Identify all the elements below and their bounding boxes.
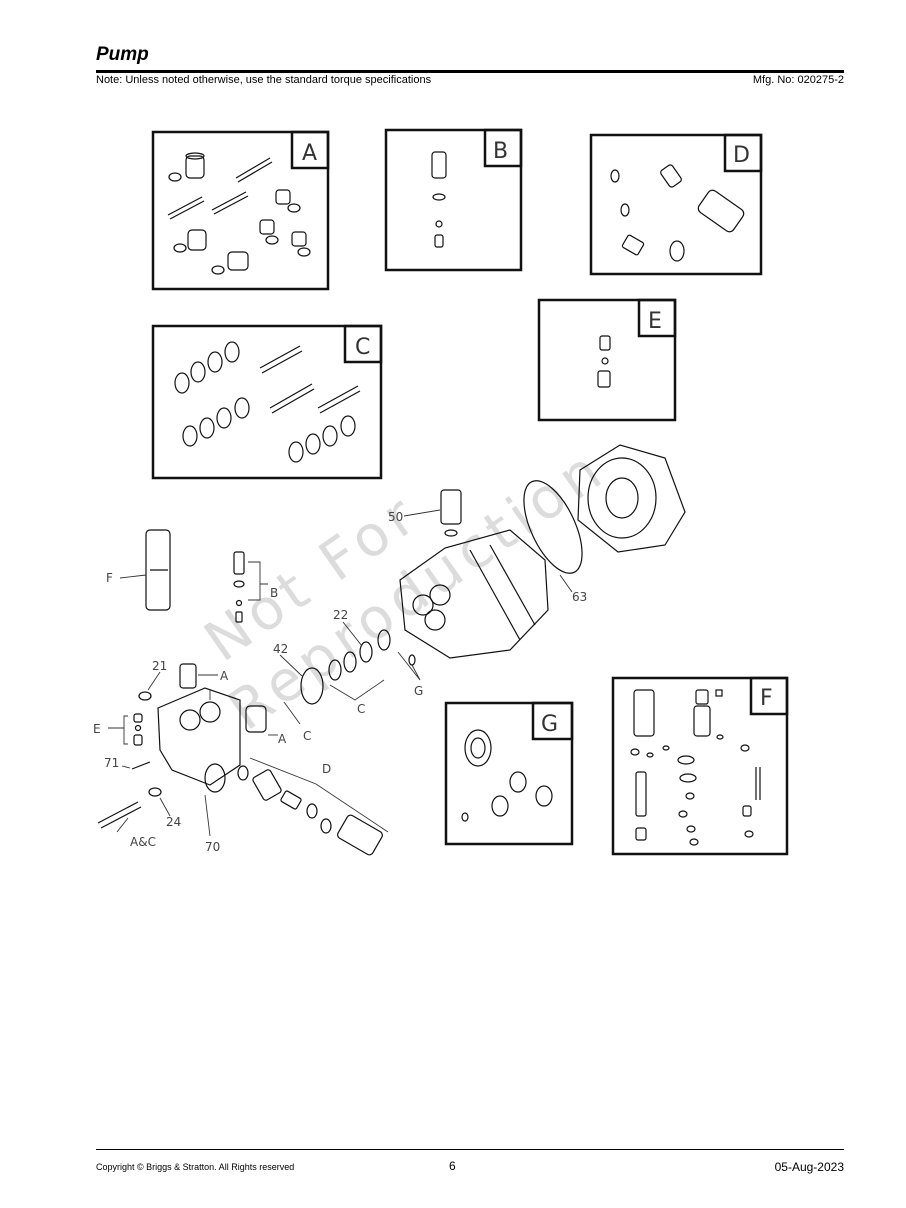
pump-head-cover	[577, 444, 686, 553]
header-rule	[96, 70, 844, 73]
o-ring-63	[523, 480, 583, 574]
kit-label-a: A	[302, 141, 317, 166]
callout-f: F	[106, 571, 113, 585]
kit-box-a	[151, 130, 330, 291]
callout-21: 21	[152, 659, 167, 673]
callout-24: 24	[166, 815, 181, 829]
callout-a-and-c: A&C	[130, 835, 156, 849]
callout-e: E	[93, 722, 101, 736]
torque-note: Note: Unless noted otherwise, use the st…	[96, 74, 432, 86]
kit-box-e	[537, 298, 677, 422]
kit-box-d	[589, 133, 763, 276]
kit-box-g	[444, 701, 574, 846]
seal-stack	[300, 629, 416, 705]
callout-63: 63	[572, 590, 587, 604]
valve-e-parts	[133, 713, 143, 746]
callout-42: 42	[273, 642, 288, 656]
unloader-d-parts	[252, 769, 383, 856]
callout-labels: 50 63 22 42 21 71 24 70 A&C F B A E A C …	[93, 510, 587, 854]
footer-date: 05-Aug-2023	[774, 1160, 844, 1174]
kit-box-f	[611, 676, 789, 856]
callout-70: 70	[205, 840, 220, 854]
manifold-body	[399, 529, 549, 659]
small-parts	[131, 761, 249, 797]
valve-a-parts	[138, 663, 267, 733]
callout-a-top: A	[220, 669, 229, 683]
kit-label-f: F	[760, 686, 773, 711]
page-title: Pump	[96, 44, 149, 65]
kit-label-b: B	[493, 139, 508, 164]
kit-box-c	[151, 324, 383, 480]
callout-c-upper: C	[357, 702, 365, 716]
callout-g: G	[414, 684, 423, 698]
watermark: Not For Reproduction	[193, 436, 617, 744]
bolt-a-and-c	[97, 801, 142, 829]
callout-a-bottom: A	[278, 732, 287, 746]
callout-c-lower: C	[303, 729, 311, 743]
page-number: 6	[449, 1159, 456, 1173]
footer-rule	[96, 1149, 844, 1150]
callout-71: 71	[104, 756, 119, 770]
kit-label-e: E	[648, 309, 662, 334]
check-valve-b	[233, 551, 245, 623]
kit-label-g: G	[541, 712, 558, 737]
copyright-text: Copyright © Briggs & Stratton. All Right…	[96, 1162, 295, 1172]
callout-d: D	[322, 762, 331, 776]
relief-valve-f	[145, 529, 171, 611]
kit-label-d: D	[733, 143, 750, 168]
callout-b: B	[270, 586, 278, 600]
mfg-number: Mfg. No: 020275-2	[752, 74, 844, 86]
kit-label-c: C	[355, 335, 370, 360]
leader-lines	[108, 509, 573, 837]
callout-22: 22	[333, 608, 348, 622]
inlet-manifold	[157, 687, 241, 793]
kit-box-b	[384, 128, 523, 272]
outlet-fitting-50	[440, 489, 462, 537]
callout-50: 50	[388, 510, 403, 524]
